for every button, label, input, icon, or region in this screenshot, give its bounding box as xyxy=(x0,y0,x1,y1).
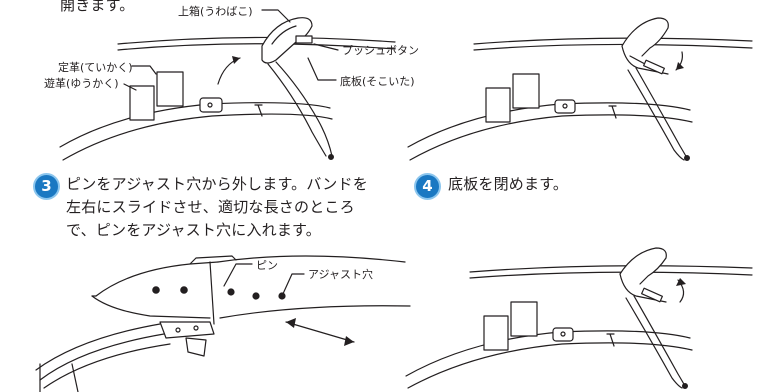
callout-pin: ピン xyxy=(256,259,278,272)
callout-fixed-loop: 定革(ていかく) xyxy=(58,61,133,74)
callout-upper-box: 上箱(うわばこ) xyxy=(178,5,253,18)
callout-bottom-plate: 底板(そこいた) xyxy=(340,75,415,88)
step-3-line-2: 左右にスライドさせ、適切な長さのところ xyxy=(66,198,355,216)
step-4-line-1: 底板を閉めます。 xyxy=(448,175,569,193)
step-3-line-1: ピンをアジャスト穴から外します。バンドを xyxy=(66,175,368,193)
step-3-instructions: ピンをアジャスト穴から外します。バンドを 左右にスライドさせ、適切な長さのところ… xyxy=(66,173,368,242)
callout-adjust-hole: アジャスト穴 xyxy=(308,268,374,281)
step-4-instructions: 底板を閉めます。 xyxy=(448,173,568,196)
step-3-badge: 3 xyxy=(33,173,60,200)
callout-free-loop: 遊革(ゆうかく) xyxy=(44,77,119,90)
step-3-line-3: で、ピンをアジャスト穴に入れます。 xyxy=(66,221,321,239)
callout-push-button: プッシュボタン xyxy=(342,44,419,57)
step-4-badge: 4 xyxy=(414,173,441,200)
intro-text: 開きます。 xyxy=(60,0,135,14)
